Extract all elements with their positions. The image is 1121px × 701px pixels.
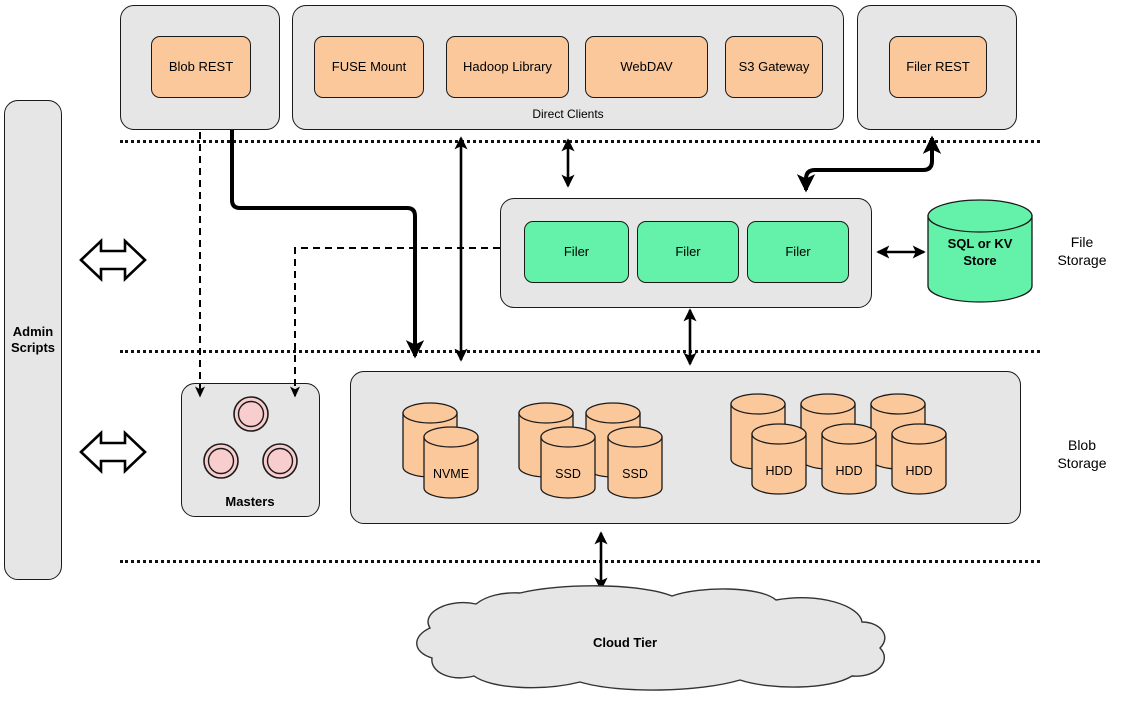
admin-scripts-label: Admin Scripts xyxy=(10,323,56,355)
admin-to-file-storage-arrow xyxy=(79,237,147,283)
blob-rest-group[interactable]: Blob REST xyxy=(120,5,280,130)
filer-group[interactable]: Filer Filer Filer xyxy=(500,198,872,308)
filer-node-label: Filer xyxy=(675,243,701,259)
filer-node-label: Filer xyxy=(563,243,590,259)
client-node-fuse-mount[interactable]: FUSE Mount xyxy=(314,36,424,98)
metadata-store-label-line1: SQL or KV xyxy=(948,236,1013,251)
filer-node-1[interactable]: Filer xyxy=(524,221,629,283)
direct-clients-caption: Direct Clients xyxy=(532,107,604,121)
client-node-label: WebDAV xyxy=(620,58,673,74)
volume-servers-group[interactable] xyxy=(350,371,1021,524)
filer-node-3[interactable]: Filer xyxy=(747,221,849,283)
tier-separator-clients xyxy=(120,140,1040,143)
admin-scripts-panel[interactable]: Admin Scripts xyxy=(4,100,62,580)
cloud-tier-shape[interactable]: Cloud Tier xyxy=(416,585,886,691)
blob-rest-to-volumes-connector xyxy=(230,130,425,359)
client-node-webdav[interactable]: WebDAV xyxy=(585,36,708,98)
client-node-blob-rest[interactable]: Blob REST xyxy=(151,36,251,98)
file-storage-tier-label: File Storage xyxy=(1057,234,1107,268)
client-node-filer-rest[interactable]: Filer REST xyxy=(889,36,987,98)
filer-rest-to-filer-connector xyxy=(796,135,942,193)
cloud-tier-label: Cloud Tier xyxy=(593,635,657,650)
client-node-label: Hadoop Library xyxy=(463,58,552,74)
filer-node-label: Filer xyxy=(785,243,811,259)
metadata-store-cylinder[interactable]: SQL or KV Store xyxy=(927,199,1033,303)
client-node-s3-gateway[interactable]: S3 Gateway xyxy=(725,36,823,98)
blob-storage-tier-label: Blob Storage xyxy=(1057,437,1107,471)
admin-to-blob-storage-arrow xyxy=(79,429,147,475)
client-node-hadoop-library[interactable]: Hadoop Library xyxy=(446,36,569,98)
client-node-label: Blob REST xyxy=(168,58,234,74)
metadata-store-label-line2: Store xyxy=(963,253,996,268)
filer-node-2[interactable]: Filer xyxy=(637,221,739,283)
direct-clients-group[interactable]: FUSE Mount Hadoop Library WebDAV S3 Gate… xyxy=(292,5,844,130)
tier-separator-file-storage xyxy=(120,350,1040,353)
client-node-label: Filer REST xyxy=(906,58,970,74)
tier-separator-blob-storage xyxy=(120,560,1040,563)
filer-rest-group[interactable]: Filer REST xyxy=(857,5,1017,130)
masters-group[interactable] xyxy=(181,383,320,517)
client-node-label: FUSE Mount xyxy=(331,58,407,74)
client-node-label: S3 Gateway xyxy=(738,58,810,74)
